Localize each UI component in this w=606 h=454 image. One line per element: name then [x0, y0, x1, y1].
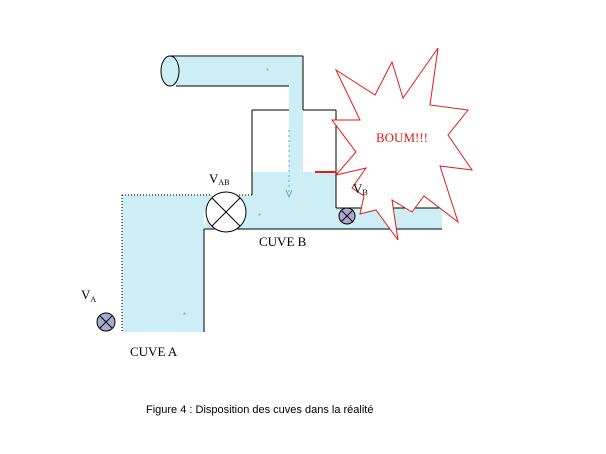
inlet-pipe-water: [170, 57, 303, 110]
starburst-icon: [331, 47, 474, 241]
small-valve-icon[interactable]: [96, 312, 116, 332]
valve-b-subscript: B: [362, 188, 367, 197]
flow-marker-tank-b: *: [258, 212, 261, 221]
small-valve-icon[interactable]: [338, 207, 356, 225]
valve-ab-subscript: AB: [218, 178, 229, 187]
valve-ab-label: VAB: [209, 171, 230, 187]
tank-b-water: [204, 110, 442, 229]
valve-b-label: VB: [353, 181, 368, 197]
cross-valve-icon[interactable]: [205, 191, 247, 233]
valve-a-subscript: A: [90, 295, 96, 304]
tank-a-label: CUVE A: [130, 344, 178, 359]
figure-caption: Figure 4 : Disposition des cuves dans la…: [146, 404, 373, 416]
flow-marker-pipe: *: [266, 67, 269, 76]
tank-b-label: CUVE B: [259, 234, 307, 249]
tank-a-water: [122, 195, 217, 332]
pipe-opening: [160, 55, 180, 87]
flow-marker-tank-a: *: [183, 311, 186, 320]
explosion-label: BOUM!!!: [376, 130, 428, 145]
valve-a-label: VA: [81, 287, 96, 304]
down-arrow-icon: [285, 189, 293, 199]
